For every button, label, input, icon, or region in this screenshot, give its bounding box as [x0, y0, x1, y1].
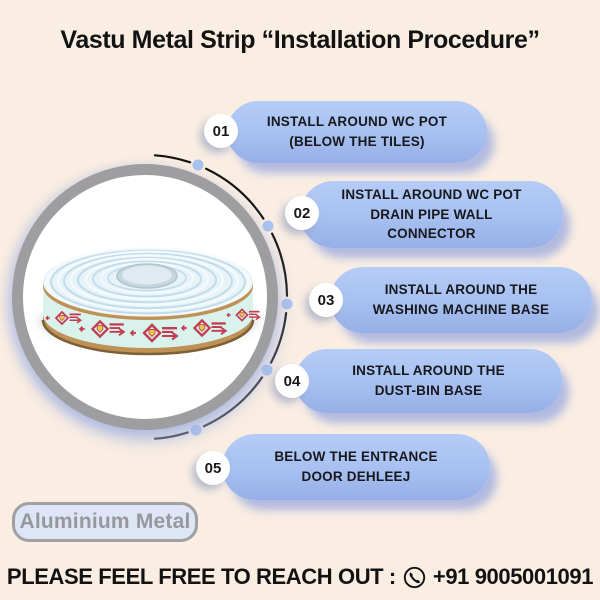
metal-strip-roll-image — [38, 247, 261, 356]
page-title: Vastu Metal Strip “Installation Procedur… — [60, 26, 540, 54]
step-pill-3: INSTALL AROUND THE WASHING MACHINE BASE — [330, 267, 592, 333]
step-number-2-label: 02 — [293, 204, 311, 222]
material-badge-label: Aluminium Metal — [19, 510, 191, 533]
connector-dot-01 — [192, 159, 204, 171]
connector-dot-05 — [190, 424, 202, 436]
step-pill-1: INSTALL AROUND WC POT (BELOW THE TILES) — [227, 101, 487, 163]
footer-phone-number: +91 9005001091 — [432, 564, 594, 589]
material-badge: Aluminium Metal — [12, 502, 198, 542]
connector-arc-path — [153, 154, 289, 440]
step-number-5-label: 05 — [204, 459, 222, 477]
footer-text: PLEASE FEEL FREE TO REACH OUT : — [6, 564, 396, 589]
strip-roll-band-rim — [41, 319, 255, 356]
step-number-3: 03 — [309, 283, 343, 317]
step-number-4-label: 04 — [283, 372, 301, 390]
phone-in-circle-icon — [403, 566, 426, 588]
step-pill-4: INSTALL AROUND THE DUST-BIN BASE — [295, 349, 562, 413]
step-text-1: INSTALL AROUND WC POT (BELOW THE TILES) — [266, 114, 448, 149]
step-number-5: 05 — [196, 451, 230, 485]
connector-dot-04 — [261, 364, 273, 376]
step-number-2: 02 — [285, 196, 319, 230]
step-number-1: 01 — [204, 114, 238, 148]
connector-dot-03 — [281, 298, 293, 310]
step-number-1-label: 01 — [212, 122, 230, 140]
step-text-4: INSTALL AROUND THE DUST-BIN BASE — [352, 363, 505, 398]
step-text-3: INSTALL AROUND THE WASHING MACHINE BASE — [372, 282, 550, 317]
step-pill-2: INSTALL AROUND WC POT DRAIN PIPE WALL CO… — [300, 181, 563, 248]
step-text-5: BELOW THE ENTRANCE DOOR DEHLEEJ — [274, 449, 438, 484]
connector-dot-02 — [262, 220, 274, 232]
step-number-3-label: 03 — [317, 291, 335, 309]
product-photo-frame — [12, 164, 278, 430]
step-text-2: INSTALL AROUND WC POT DRAIN PIPE WALL CO… — [341, 187, 522, 242]
footer-contact: PLEASE FEEL FREE TO REACH OUT : +91 9005… — [0, 564, 600, 590]
strip-roll-hole — [116, 263, 178, 289]
step-pill-5: BELOW THE ENTRANCE DOOR DEHLEEJ — [222, 434, 490, 500]
step-number-4: 04 — [275, 364, 309, 398]
